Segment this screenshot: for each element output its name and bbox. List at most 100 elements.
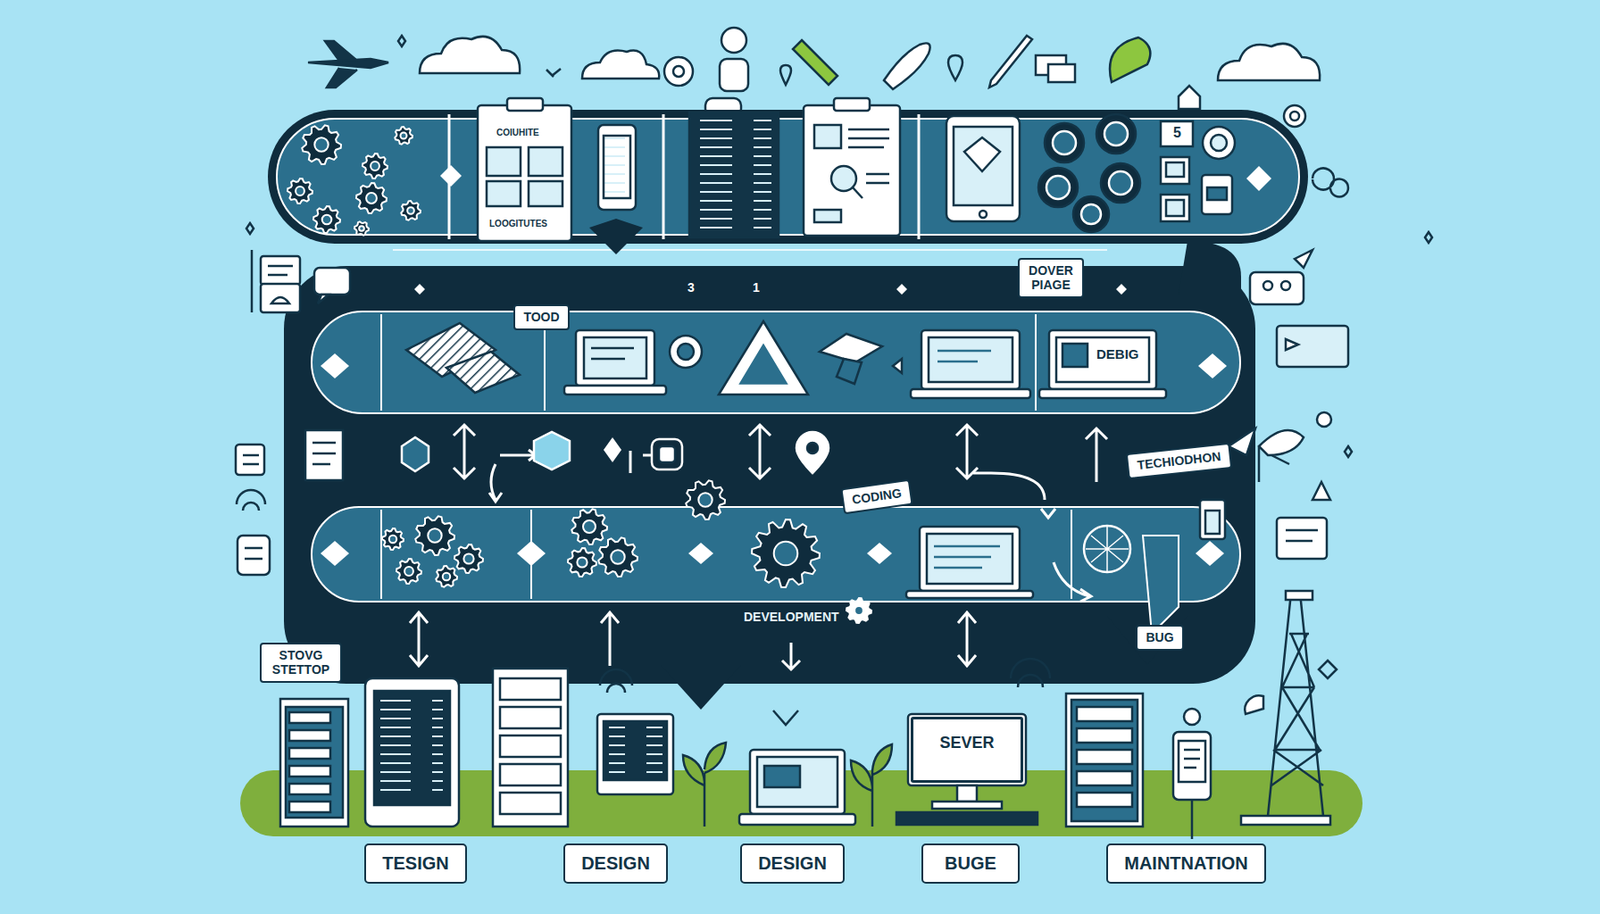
icon-polygon bbox=[382, 528, 404, 550]
icon-rect bbox=[311, 507, 1241, 602]
icon-circle bbox=[698, 492, 712, 507]
icon-polygon bbox=[435, 566, 458, 588]
icon-rect bbox=[289, 748, 331, 759]
icon-circle bbox=[664, 57, 693, 86]
callout-tag: BUG bbox=[1135, 625, 1184, 651]
icon-rect bbox=[500, 764, 561, 786]
icon-line bbox=[1191, 800, 1194, 840]
icon-circle bbox=[1108, 171, 1133, 195]
icon-circle bbox=[1046, 175, 1070, 200]
icon-rect bbox=[289, 712, 331, 724]
icon-line bbox=[848, 146, 884, 150]
icon-rect bbox=[500, 792, 561, 815]
icon-line bbox=[933, 566, 983, 570]
icon-polygon bbox=[301, 125, 342, 165]
icon-rect bbox=[833, 98, 870, 111]
icon-line bbox=[1183, 766, 1197, 770]
icon-circle bbox=[1183, 708, 1200, 725]
icon-circle bbox=[673, 66, 684, 77]
icon-rect bbox=[237, 535, 270, 575]
icon-line bbox=[1183, 749, 1200, 752]
icon-path bbox=[271, 297, 290, 304]
icon-circle bbox=[389, 535, 397, 543]
icon-polygon bbox=[394, 126, 413, 145]
icon-rect bbox=[486, 181, 521, 207]
icon-path bbox=[600, 612, 619, 667]
icon-rect bbox=[1241, 816, 1331, 825]
node-text: CODING bbox=[850, 485, 903, 508]
icon-path bbox=[948, 55, 963, 81]
icon-path bbox=[892, 358, 902, 374]
icon-path bbox=[276, 118, 1300, 235]
between-icons bbox=[305, 430, 829, 481]
icon-circle bbox=[404, 566, 414, 576]
icon-path bbox=[850, 744, 892, 827]
icon-path bbox=[320, 541, 350, 567]
icon-path bbox=[446, 351, 520, 393]
icon-rect bbox=[486, 147, 521, 176]
side-icons bbox=[235, 105, 1349, 679]
icon-circle bbox=[1263, 281, 1273, 291]
icon-rect bbox=[814, 125, 842, 149]
icon-rect bbox=[1178, 741, 1206, 783]
icon-circle bbox=[721, 27, 747, 53]
icon-circle bbox=[576, 557, 587, 567]
icon-line bbox=[933, 545, 1000, 549]
icon-rect bbox=[314, 267, 350, 295]
icon-path bbox=[782, 642, 800, 670]
icon-circle bbox=[1290, 111, 1300, 121]
icon-line bbox=[380, 314, 383, 411]
icon-circle bbox=[1283, 105, 1306, 127]
icon-rect bbox=[1276, 517, 1327, 559]
icon-path bbox=[866, 542, 892, 565]
icon-rect bbox=[575, 330, 655, 386]
icon-rect bbox=[957, 785, 977, 802]
icon-polygon bbox=[598, 537, 638, 577]
icon-rect bbox=[928, 337, 1013, 383]
icon-rect bbox=[1076, 771, 1133, 786]
connector-icons bbox=[409, 425, 1108, 670]
icon-rect bbox=[1048, 64, 1075, 83]
icon-rect bbox=[757, 757, 838, 808]
monitor-screen: SEVER bbox=[910, 716, 1024, 784]
icon-path bbox=[1217, 43, 1320, 81]
icon-circle bbox=[1038, 167, 1078, 208]
icon-rect bbox=[1166, 200, 1184, 217]
icon-rect bbox=[477, 105, 572, 242]
icon-rect bbox=[1076, 750, 1133, 765]
icon-circle bbox=[979, 210, 987, 218]
icon-line bbox=[242, 454, 259, 458]
icon-path bbox=[1228, 428, 1304, 483]
icon-path bbox=[1246, 166, 1272, 192]
node-text: DESIGN bbox=[581, 853, 650, 875]
icon-rect bbox=[608, 726, 663, 775]
icon-rect bbox=[1076, 707, 1133, 722]
icon-path bbox=[603, 437, 622, 463]
icon-rect bbox=[311, 311, 1241, 414]
icon-line bbox=[1034, 314, 1037, 411]
icon-path bbox=[582, 50, 659, 80]
icon-circle bbox=[1044, 123, 1084, 163]
icon-rect bbox=[896, 812, 1038, 825]
icon-line bbox=[937, 360, 978, 364]
icon-line bbox=[866, 182, 890, 185]
icon-rect bbox=[1062, 343, 1088, 367]
icon-line bbox=[852, 187, 863, 199]
icon-path bbox=[973, 473, 1045, 500]
text-label: LOOGITUTES bbox=[487, 218, 550, 229]
icon-rect bbox=[283, 266, 1256, 684]
icon-polygon bbox=[362, 153, 388, 179]
node-text: TECHIODHON bbox=[1135, 449, 1222, 473]
icon-circle bbox=[442, 573, 450, 581]
icon-rect bbox=[1207, 187, 1227, 200]
icon-path bbox=[1318, 660, 1337, 679]
icon-path bbox=[1178, 85, 1200, 109]
icon-path bbox=[749, 425, 771, 479]
icon-polygon bbox=[454, 544, 484, 574]
icon-line bbox=[242, 463, 259, 467]
icon-path bbox=[440, 165, 462, 187]
icon-rect bbox=[906, 591, 1034, 599]
icon-path bbox=[718, 321, 809, 395]
icon-path bbox=[1244, 695, 1264, 715]
